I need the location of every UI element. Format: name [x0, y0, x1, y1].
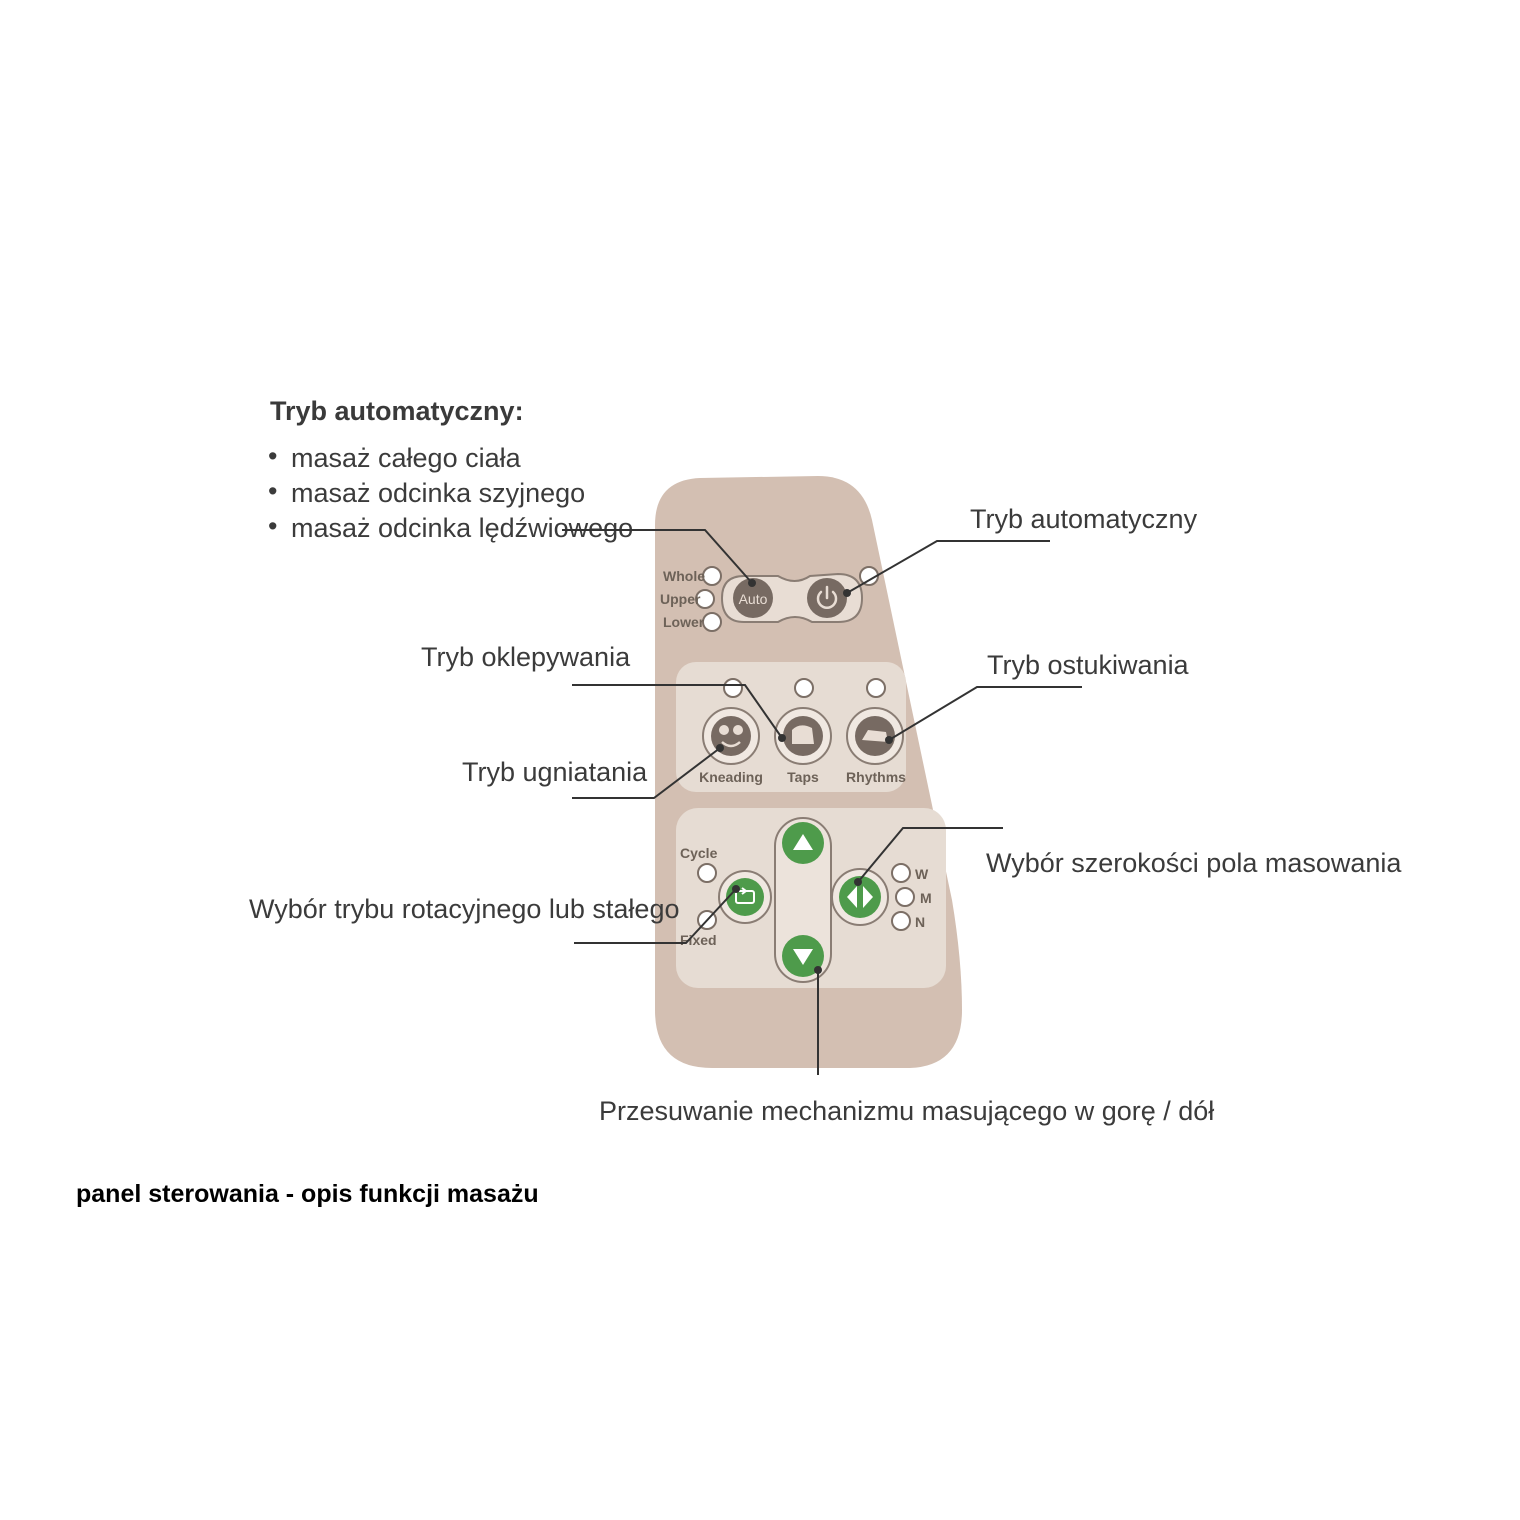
leader-dot-kneading [716, 744, 724, 752]
rhythms-button[interactable] [846, 707, 904, 765]
taps-button[interactable] [774, 707, 832, 765]
auto-mode-leds: Whole Upper Lower [660, 566, 722, 632]
power-icon [816, 585, 838, 609]
diagram-caption: panel sterowania - opis funkcji masażu [76, 1180, 539, 1208]
label-width-w: W [915, 866, 929, 882]
leader-dot-taps [778, 734, 786, 742]
leader-dot-auto [748, 579, 756, 587]
leader-kneading [572, 747, 721, 799]
leader-dot-down [814, 966, 822, 974]
leader-patting [572, 684, 783, 739]
leader-auto-mode [846, 540, 1050, 594]
label-whole: Whole [663, 568, 705, 584]
leader-tapping [888, 686, 1082, 741]
led-cycle [697, 863, 717, 883]
leader-rotation [574, 888, 737, 944]
leader-width [857, 827, 1003, 883]
led-width-n [891, 911, 911, 931]
leader-dot-power [843, 589, 851, 597]
led-kneading [723, 678, 743, 698]
callout-auto-mode: Tryb automatyczny [970, 504, 1198, 534]
bullet-3-marker: • [268, 511, 277, 541]
bullet-2-marker: • [268, 476, 277, 506]
label-taps: Taps [787, 769, 819, 785]
label-lower: Lower [663, 614, 705, 630]
label-fixed: Fixed [680, 932, 717, 948]
callout-tapping-mode: Tryb ostukiwania [987, 650, 1190, 680]
taps-icon [792, 725, 814, 744]
led-lower [702, 612, 722, 632]
down-button[interactable] [782, 935, 824, 977]
auto-item-2: masaż odcinka szyjnego [291, 478, 585, 508]
led-rhythms [866, 678, 886, 698]
leader-auto-list [562, 529, 753, 584]
led-width-m [895, 887, 915, 907]
auto-item-3: masaż odcinka lędźwiowego [291, 513, 633, 543]
label-width-n: N [915, 914, 925, 930]
auto-mode-heading: Tryb automatyczny: [270, 396, 524, 426]
callout-rotation-select: Wybór trybu rotacyjnego lub stałego [249, 894, 679, 924]
led-upper [695, 589, 715, 609]
label-cycle: Cycle [680, 845, 718, 861]
leader-dot-rhythms [885, 736, 893, 744]
auto-button-label: Auto [739, 591, 768, 607]
width-arrows-icon [847, 882, 873, 912]
callout-move-mechanism: Przesuwanie mechanizmu masującego w gorę… [599, 1096, 1214, 1126]
led-taps [794, 678, 814, 698]
led-whole [702, 566, 722, 586]
kneading-icon [719, 725, 743, 748]
cycle-fixed-button[interactable] [718, 870, 772, 924]
label-upper: Upper [660, 591, 701, 607]
auto-button[interactable]: Auto [733, 578, 773, 618]
cycle-icon [735, 887, 755, 904]
callout-patting-mode: Tryb oklepywania [421, 642, 631, 672]
rhythms-icon [862, 730, 888, 742]
up-button[interactable] [782, 822, 824, 864]
mode-leds [723, 678, 886, 698]
width-button[interactable] [831, 868, 889, 926]
label-kneading: Kneading [699, 769, 763, 785]
leader-dot-cycle [732, 885, 740, 893]
callout-width-select: Wybór szerokości pola masowania [986, 848, 1402, 878]
bullet-1-marker: • [268, 441, 277, 471]
leader-dot-width [854, 878, 862, 886]
power-button[interactable] [807, 578, 847, 618]
arrow-down-icon [793, 949, 813, 965]
auto-item-1: masaż całego ciała [291, 443, 522, 473]
label-rhythms: Rhythms [846, 769, 906, 785]
callout-kneading-mode: Tryb ugniatania [462, 757, 648, 787]
arrow-up-icon [793, 834, 813, 850]
led-width-w [891, 863, 911, 883]
label-width-m: M [920, 890, 932, 906]
